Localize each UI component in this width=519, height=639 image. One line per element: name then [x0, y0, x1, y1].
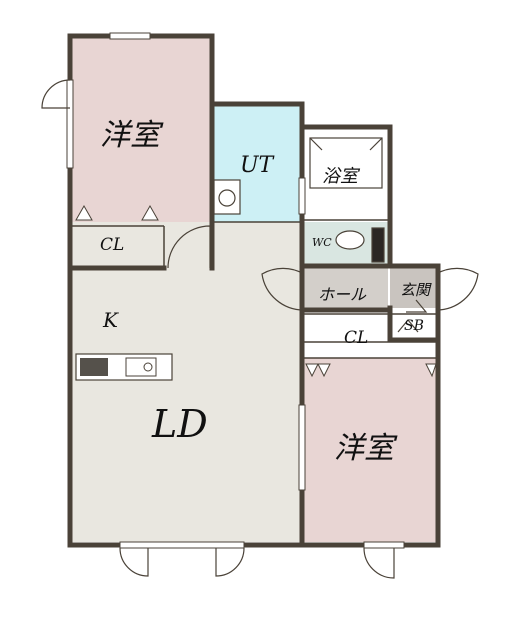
entrance-fill	[390, 268, 436, 308]
thin-lines	[72, 219, 436, 359]
western-room-top-label: 洋室	[100, 118, 164, 153]
western-room-bottom-label: 洋室	[334, 431, 398, 466]
entrance-label: 玄関	[400, 281, 432, 299]
bath-label: 浴室	[322, 166, 361, 187]
toilet-label: WC	[312, 236, 332, 249]
western-room-top-fill	[72, 38, 210, 226]
kitchen-counter	[75, 353, 173, 381]
closet-triangles	[75, 204, 437, 378]
western-room-bottom-fill	[304, 358, 436, 542]
closet-bottom-label: CL	[344, 328, 368, 348]
living-dining-label: LD	[151, 402, 208, 446]
kitchen-label: K	[102, 308, 119, 332]
living-dining-fill	[72, 222, 301, 542]
closet-bottom-fill	[304, 316, 436, 358]
fixtures	[213, 137, 385, 263]
hall-label: ホール	[318, 285, 367, 304]
hall-fill	[304, 268, 388, 308]
shoebox-label: SB	[404, 318, 424, 334]
door-swings	[41, 79, 479, 579]
windows	[66, 32, 405, 549]
utility-label: UT	[240, 153, 276, 178]
closet-top-label: CL	[100, 235, 124, 255]
